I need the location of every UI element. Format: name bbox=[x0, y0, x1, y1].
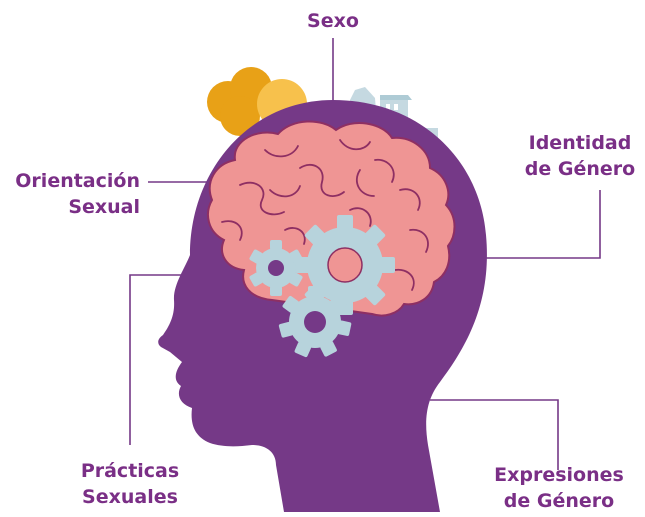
label-expresiones-de-genero: Expresiones de Género bbox=[486, 462, 632, 514]
label-expresiones-line1: Expresiones bbox=[494, 464, 624, 486]
label-practicas-line2: Sexuales bbox=[82, 486, 178, 508]
label-orientacion-line2: Sexual bbox=[68, 196, 140, 218]
gear-large bbox=[295, 215, 395, 315]
gear-small-left bbox=[249, 240, 303, 296]
gears-illustration bbox=[249, 215, 395, 358]
label-sexo-line: Sexo bbox=[307, 10, 359, 32]
gear-bottom bbox=[278, 286, 352, 358]
label-identidad-line2: de Género bbox=[524, 158, 636, 180]
label-identidad-line1: Identidad bbox=[528, 132, 632, 154]
label-identidad-de-genero: Identidad de Género bbox=[518, 130, 642, 182]
label-practicas-line1: Prácticas bbox=[80, 460, 180, 482]
label-practicas-sexuales: Prácticas Sexuales bbox=[68, 458, 192, 510]
label-sexo: Sexo bbox=[300, 8, 366, 34]
label-expresiones-line2: de Género bbox=[503, 490, 615, 512]
label-orientacion-line1: Orientación bbox=[15, 170, 140, 192]
label-orientacion-sexual: Orientación Sexual bbox=[6, 168, 140, 220]
leader-line-identidad bbox=[470, 190, 601, 259]
leader-line-expresiones bbox=[430, 399, 559, 470]
